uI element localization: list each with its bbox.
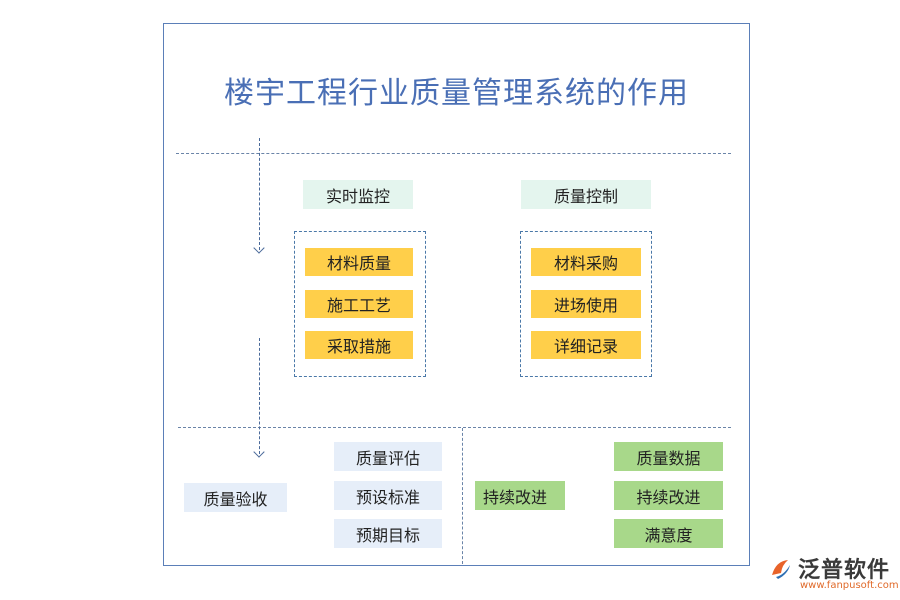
divider-vertical bbox=[462, 428, 463, 564]
brand-logo: 泛普软件 bbox=[768, 552, 890, 584]
acceptance-item-standards: 预设标准 bbox=[334, 481, 442, 510]
improve-item-continuous: 持续改进 bbox=[614, 481, 723, 510]
control-item-on-site-use: 进场使用 bbox=[531, 290, 641, 318]
monitor-header: 实时监控 bbox=[303, 180, 413, 209]
diagram-frame bbox=[163, 23, 750, 566]
acceptance-item-assessment: 质量评估 bbox=[334, 442, 442, 471]
control-group bbox=[520, 231, 652, 377]
divider-bottom bbox=[178, 427, 731, 428]
improve-item-satisfaction: 满意度 bbox=[614, 519, 723, 548]
improve-label: 持续改进 bbox=[475, 481, 565, 510]
acceptance-label: 质量验收 bbox=[184, 483, 287, 512]
monitor-item-construction-process: 施工工艺 bbox=[305, 290, 413, 318]
page-title: 楼宇工程行业质量管理系统的作用 bbox=[224, 76, 689, 111]
control-item-detailed-records: 详细记录 bbox=[531, 331, 641, 359]
control-item-purchasing: 材料采购 bbox=[531, 248, 641, 276]
flow-arrow-1 bbox=[259, 138, 260, 250]
improve-item-quality-data: 质量数据 bbox=[614, 442, 723, 471]
monitor-item-material-quality: 材料质量 bbox=[305, 248, 413, 276]
acceptance-item-targets: 预期目标 bbox=[334, 519, 442, 548]
divider-top bbox=[176, 153, 731, 154]
brand-name: 泛普软件 bbox=[798, 558, 891, 583]
control-header: 质量控制 bbox=[521, 180, 651, 209]
monitor-item-measures: 采取措施 bbox=[305, 331, 413, 359]
brand-url: www.fanpusoft.com bbox=[800, 580, 899, 591]
brand-logo-icon bbox=[768, 555, 794, 581]
flow-arrow-2 bbox=[259, 338, 260, 454]
monitor-group bbox=[294, 231, 426, 377]
